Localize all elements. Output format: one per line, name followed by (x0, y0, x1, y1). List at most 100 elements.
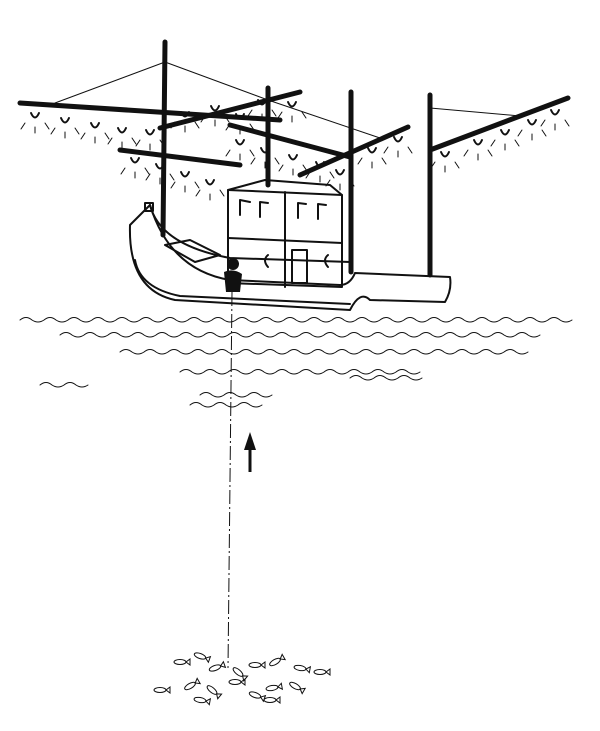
fish-icon (265, 682, 284, 692)
boat-hull (128, 202, 452, 311)
lamp-glow (247, 109, 277, 121)
fish-icon (232, 667, 249, 682)
lamp-icon (367, 147, 377, 154)
rigging (267, 99, 381, 139)
lamp-icon (130, 157, 140, 164)
wave-icon (119, 349, 529, 355)
lamp-icon (235, 113, 245, 120)
lamp-glow (305, 171, 335, 183)
fish-icon (193, 696, 212, 706)
lamp-glow (463, 149, 493, 161)
fish-icon (153, 686, 171, 694)
fish-icon (263, 696, 281, 704)
lamp-glow (145, 173, 175, 185)
fish-icon (206, 685, 223, 700)
wave-icon (349, 375, 423, 381)
fishing-line (227, 291, 233, 669)
lamp-glow (195, 189, 225, 201)
lamp-icon (210, 105, 220, 112)
lamp-icon (315, 161, 325, 168)
lamp-glow (383, 146, 413, 158)
hatch (164, 239, 221, 263)
lamp-icon (117, 127, 127, 134)
wave-icon (179, 369, 421, 375)
fish-icon (228, 678, 246, 686)
porthole (264, 254, 269, 268)
lamp-icon (260, 147, 270, 154)
lamp-glow (120, 167, 150, 179)
fish-icon (269, 653, 287, 667)
lamp-glow (357, 157, 387, 169)
rigging (54, 61, 166, 104)
lamp-glow (135, 139, 165, 151)
cabin (227, 179, 343, 288)
fish-icon (248, 691, 267, 703)
boom-5 (297, 124, 411, 178)
lamp-glow (430, 161, 460, 173)
lamp-icon (393, 136, 403, 143)
fish-icon (289, 681, 307, 695)
lamp-icon (287, 101, 297, 108)
boom-2 (157, 89, 303, 131)
lamp-glow (277, 111, 307, 123)
boom-3 (117, 147, 243, 168)
lamp-glow (490, 139, 520, 151)
lamp-glow (50, 127, 80, 139)
lamp-icon (527, 119, 537, 126)
up-arrow-icon (244, 432, 256, 472)
fish-school (153, 652, 331, 706)
wave-icon (199, 392, 273, 398)
lamp-glow (225, 123, 255, 135)
fisherman (224, 258, 242, 292)
lamp-glow (170, 121, 200, 133)
wave-icon (19, 317, 573, 323)
rigging (164, 61, 269, 101)
cabin-door (291, 249, 308, 284)
lamp-glow (20, 122, 50, 134)
lamp-glow (540, 119, 570, 131)
waves (19, 317, 573, 408)
lamp-icon (288, 154, 298, 161)
fish-icon (313, 668, 331, 676)
lamp-icon (60, 117, 70, 124)
wave-icon (39, 382, 89, 388)
lamps (20, 99, 570, 201)
lamp-glow (107, 137, 137, 149)
porthole (324, 254, 329, 268)
lamp-icon (440, 151, 450, 158)
lamp-icon (145, 129, 155, 136)
lamp-icon (180, 171, 190, 178)
lamp-icon (90, 122, 100, 129)
lamp-icon (550, 109, 560, 116)
lamp-glow (278, 164, 308, 176)
lamp-icon (500, 129, 510, 136)
lamp-glow (250, 157, 280, 169)
fish-icon (184, 677, 202, 691)
wave-icon (189, 402, 263, 408)
fish-icon (173, 658, 191, 666)
fish-icon (208, 660, 227, 672)
lamp-glow (170, 181, 200, 193)
lamp-glow (225, 149, 255, 161)
lamp-icon (180, 111, 190, 118)
fish-icon (248, 661, 266, 669)
lamp-icon (335, 169, 345, 176)
deck-fitting (144, 202, 154, 212)
lamp-icon (205, 179, 215, 186)
lamp-icon (155, 163, 165, 170)
lamp-icon (473, 139, 483, 146)
lamp-booms (17, 61, 571, 178)
lamp-icon (30, 112, 40, 119)
lamp-glow (200, 115, 230, 127)
boom-4 (227, 122, 353, 160)
boom-6 (427, 95, 571, 153)
fish-icon (193, 652, 212, 664)
wave-icon (59, 332, 541, 338)
mast-front (160, 39, 168, 238)
fish-icon (293, 664, 312, 674)
lamp-glow (80, 132, 110, 144)
lamp-glow (517, 129, 547, 141)
lamp-icon (257, 99, 267, 106)
